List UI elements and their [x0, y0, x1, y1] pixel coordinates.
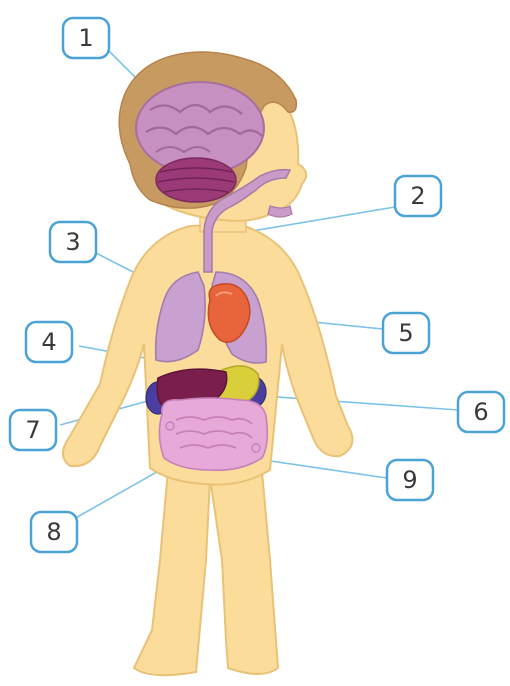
label-1: 1: [63, 18, 109, 58]
label-6: 6: [458, 392, 504, 432]
label-4: 4: [26, 322, 72, 362]
intestines-icon: [159, 398, 267, 470]
label-5-text: 5: [398, 319, 413, 347]
label-5: 5: [383, 313, 429, 353]
label-4-text: 4: [41, 328, 56, 356]
left-leg: [134, 470, 210, 675]
label-8-text: 8: [46, 518, 61, 546]
label-2: 2: [395, 176, 441, 216]
label-8: 8: [31, 512, 77, 552]
cerebellum-icon: [156, 158, 236, 202]
label-2-text: 2: [410, 182, 425, 210]
label-1-text: 1: [78, 24, 93, 52]
label-6-text: 6: [473, 398, 488, 426]
right-leg: [210, 472, 278, 674]
label-9: 9: [387, 460, 433, 500]
leader-line-6: [250, 395, 458, 410]
label-3-text: 3: [65, 228, 80, 256]
label-9-text: 9: [402, 466, 417, 494]
label-7-text: 7: [25, 416, 40, 444]
label-7: 7: [10, 410, 56, 450]
label-3: 3: [50, 222, 96, 262]
